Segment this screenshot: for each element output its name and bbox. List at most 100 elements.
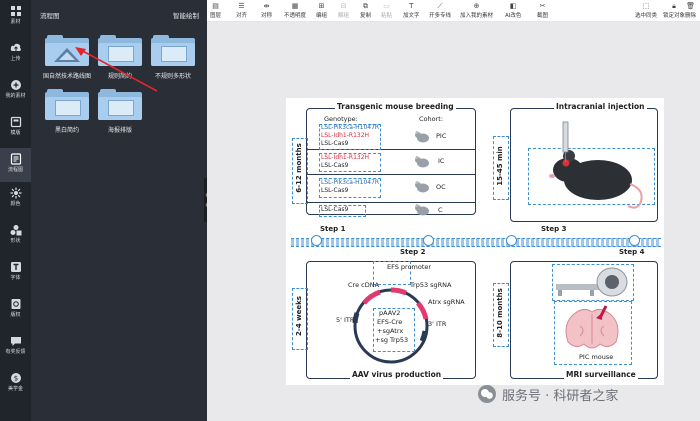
toolbar-group[interactable]: ⊞编组 <box>316 2 328 19</box>
wechat-icon <box>478 385 496 403</box>
folder-label: 规则简约 <box>107 73 132 80</box>
plasmid-center-line: EFS-Cre <box>377 318 403 326</box>
genotype-line: LSL-Cas9 <box>321 162 349 169</box>
step-1-label: Step 1 <box>318 225 348 233</box>
mouse-injection-illustration <box>549 121 643 209</box>
plasmid-center-box <box>373 308 415 352</box>
genotype-row-oc[interactable] <box>319 178 381 198</box>
folder-irregular-shapes[interactable] <box>151 35 195 66</box>
rail-label: 模版 <box>10 130 21 136</box>
palette-icon <box>10 187 21 199</box>
mri-machine-box[interactable] <box>552 264 634 301</box>
ungroup-icon: ⊟ <box>340 2 347 10</box>
step-divider <box>291 238 661 247</box>
genotype-line: LSL-Idh1-R132H <box>321 154 370 161</box>
rail-item-color[interactable]: 颜色 <box>0 182 31 216</box>
plasmid-center-line: pAAV2 <box>379 309 401 317</box>
rail-item-shape[interactable]: 形状 <box>0 219 31 253</box>
layers-icon: ▤ <box>212 2 219 10</box>
step-connector <box>423 235 434 246</box>
copyright-icon <box>11 299 20 309</box>
rail-label: 形状 <box>10 238 21 244</box>
toolbar-copy[interactable]: ⧉复制 <box>360 2 372 19</box>
rail-item-template[interactable]: 模版 <box>0 111 31 145</box>
rail-item-copyright[interactable]: 版权 <box>0 293 31 327</box>
text-icon: T <box>409 2 414 10</box>
folder-label: 不规则多形状 <box>154 73 191 80</box>
symmetry-icon: ⇹ <box>263 2 270 10</box>
duration-injection: 15-45 min <box>496 146 504 186</box>
toolbar-add-material[interactable]: ⊕加入我的素材 <box>460 2 494 19</box>
delete-icon: 🗑︎ <box>686 2 695 10</box>
toolbar-ungroup[interactable]: ⊟解组 <box>338 2 350 19</box>
rail-label: 上传 <box>10 56 21 62</box>
toolbar-delete[interactable]: 🗑︎删除 <box>685 2 697 19</box>
toolbar-paste[interactable]: ▭粘贴 <box>381 2 393 19</box>
cloud-upload-icon <box>10 43 21 51</box>
rail-item-material[interactable]: 素材 <box>0 0 31 34</box>
rail-item-coin[interactable]: $ 美学金 <box>0 367 31 401</box>
mouse-icon <box>415 156 429 168</box>
duration-mri: 8-10 months <box>496 288 504 338</box>
template-icon <box>10 116 21 128</box>
duration-box <box>493 283 509 347</box>
smart-draw-button[interactable]: 智能绘制 <box>173 12 199 20</box>
folder-regular-simple[interactable] <box>98 35 142 66</box>
duration-virus: 2-4 weeks <box>295 296 303 336</box>
genotype-header: Genotype: <box>324 115 358 123</box>
mri-title: MRI surveillance <box>564 370 638 379</box>
plasmid-center-line: +sgAtrx <box>377 327 404 335</box>
rail-item-feedback[interactable]: 有奖反馈 <box>0 330 31 364</box>
opacity-icon: ▦ <box>291 2 299 10</box>
toolbar-layers[interactable]: ▤图层 <box>210 2 222 19</box>
brain-scan-box[interactable] <box>554 301 632 365</box>
genotype-row-c[interactable] <box>319 205 366 217</box>
rail-item-font[interactable]: 字体 <box>0 256 31 290</box>
icon-rail: 素材 上传 我的素材 模版 流程图 颜色 形状 字体 版权 有奖反馈 $ 美学金 <box>0 0 31 421</box>
brain-section-illustration <box>565 305 619 349</box>
step-3-label: Step 3 <box>539 225 569 233</box>
step-2-label: Step 2 <box>398 248 428 256</box>
folder-label: 黑白简约 <box>54 127 79 134</box>
genotype-line: LSL-Cas9 <box>321 187 349 194</box>
toolbar-line[interactable]: ⟋开多专线 <box>429 2 452 19</box>
plasmid-atrx: Atrx sgRNA <box>428 298 465 306</box>
mouse-illustration-box[interactable] <box>528 148 655 205</box>
lock-icon: 🔒︎ <box>672 2 676 10</box>
genotype-row-pic[interactable] <box>319 124 381 150</box>
figure-artboard[interactable]: Transgenic mouse breeding 6-12 months Ge… <box>286 98 664 385</box>
rail-label: 字体 <box>10 275 21 281</box>
cohort-label: IC <box>438 157 445 165</box>
rail-label: 素材 <box>10 19 21 25</box>
rail-label: 流程图 <box>7 167 23 173</box>
folder-black-white[interactable] <box>45 89 89 120</box>
genotype-line: LSL-Cas9 <box>321 140 349 147</box>
genotype-row-ic[interactable] <box>319 153 381 172</box>
flowchart-icon <box>10 153 21 165</box>
toolbar-opacity[interactable]: ▦不透明度 <box>284 2 307 19</box>
toolbar-screenshot[interactable]: ✂截图 <box>537 2 549 19</box>
genotype-line: LSL-Pik3ca-H1047R <box>321 179 380 186</box>
rail-item-upload[interactable]: 上传 <box>0 37 31 71</box>
toolbar-align[interactable]: ☰对齐 <box>236 2 248 19</box>
cohort-label: PIC <box>436 132 447 140</box>
step-connector <box>311 235 322 246</box>
pyramid-thumbnail-icon <box>54 48 80 62</box>
rail-item-flowchart[interactable]: 流程图 <box>0 148 31 182</box>
cohort-header: Cohort: <box>419 115 444 123</box>
toolbar-select-same[interactable]: ⬚选中同类 <box>635 2 658 19</box>
genotype-line: LSL-Idh1-R132H <box>321 132 370 139</box>
mouse-icon <box>415 181 429 193</box>
folder-poster-layout[interactable] <box>98 89 142 120</box>
line-icon: ⟋ <box>437 2 443 10</box>
rail-item-my-material[interactable]: 我的素材 <box>0 74 31 108</box>
group-icon: ⊞ <box>318 2 325 10</box>
flowchart-panel: 流程图 智能绘制 国自然技术路线图 规则简约 不规则多形状 黑白简约 海报排版 <box>31 0 207 421</box>
mouse-icon <box>415 131 429 143</box>
add-circle-icon <box>10 80 21 90</box>
toolbar-ai-color[interactable]: ◧AI改色 <box>505 2 522 19</box>
toolbar-symmetry[interactable]: ⇹对称 <box>261 2 273 19</box>
rail-label: 颜色 <box>10 201 21 207</box>
toolbar-lock[interactable]: 🔒︎锁定对象 <box>663 2 686 19</box>
